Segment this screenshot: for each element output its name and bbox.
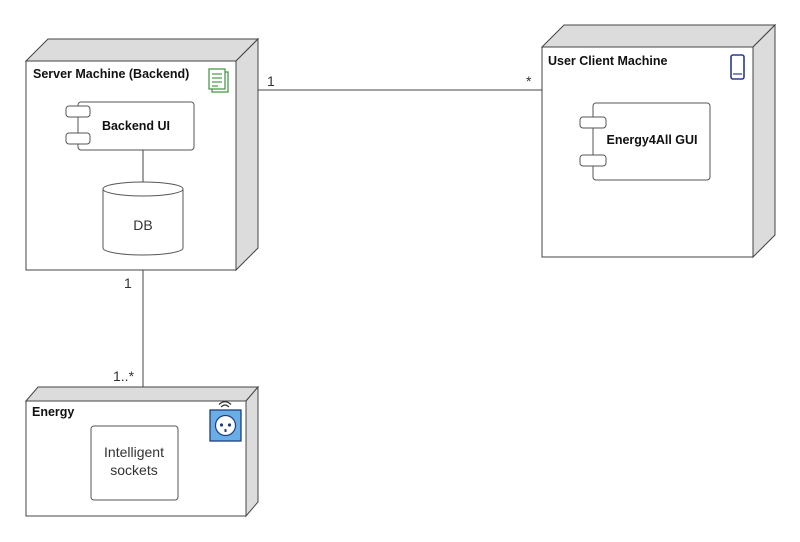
- server-client-multiplicity-from: 1: [267, 73, 275, 89]
- backend-ui-label: Backend UI: [102, 119, 170, 133]
- server-energy-multiplicity-from: 1: [124, 275, 132, 291]
- mobile-phone-icon: [730, 54, 745, 80]
- server-machine-node[interactable]: [24, 37, 260, 272]
- backend-ui-component[interactable]: [65, 101, 195, 151]
- intelligent-sockets-label-line1: Intelligent: [104, 444, 164, 460]
- server-energy-multiplicity-to: 1..*: [113, 368, 135, 384]
- intelligent-sockets-component[interactable]: [90, 425, 179, 501]
- energy-title: Energy: [32, 405, 74, 419]
- energy4all-gui-label: Energy4All GUI: [607, 133, 698, 147]
- db-cylinder[interactable]: [102, 181, 184, 256]
- server-client-multiplicity-to: *: [526, 73, 532, 89]
- user-client-machine-title: User Client Machine: [548, 54, 668, 68]
- server-document-icon: [208, 68, 229, 93]
- smart-socket-icon: [209, 401, 242, 442]
- intelligent-sockets-label-line2: sockets: [110, 462, 157, 478]
- db-label: DB: [133, 217, 152, 233]
- energy4all-gui-component[interactable]: [579, 102, 711, 181]
- server-machine-title: Server Machine (Backend): [33, 67, 189, 81]
